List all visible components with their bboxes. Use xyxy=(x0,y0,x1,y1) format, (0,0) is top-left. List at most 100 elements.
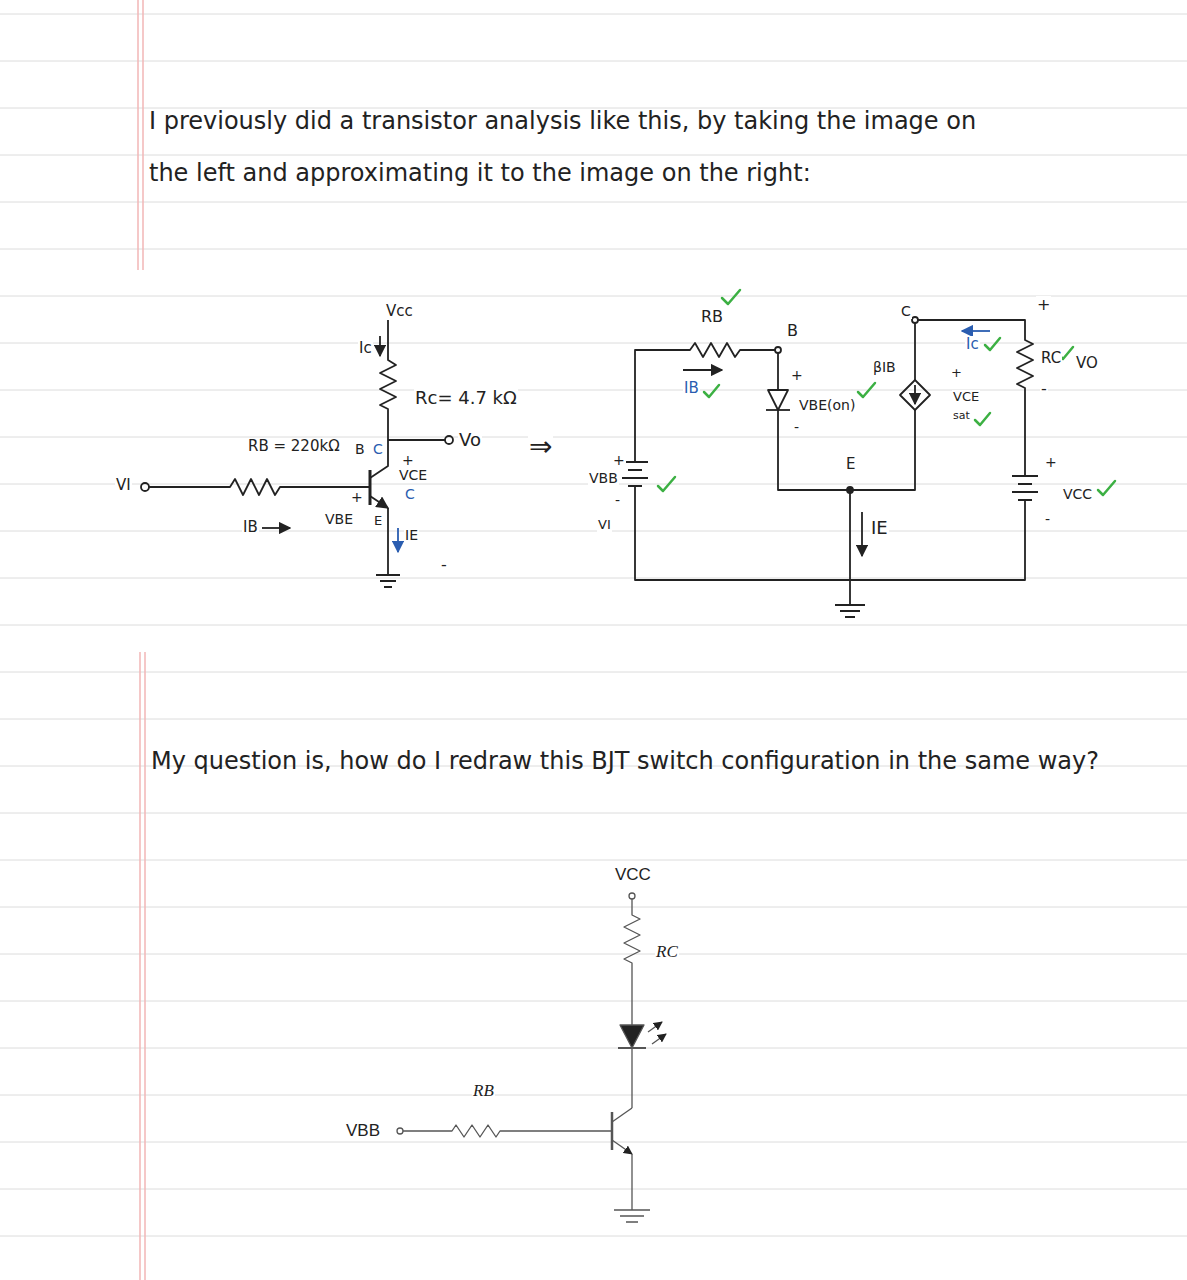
drawing-stroke xyxy=(835,605,865,617)
drawing-stroke xyxy=(403,1125,612,1137)
drawing-stroke xyxy=(620,1025,644,1048)
drawing-stroke xyxy=(858,383,875,397)
circuit-label: Rc= 4.7 kΩ xyxy=(414,388,518,408)
drawing-stroke xyxy=(612,1108,632,1122)
drawing-stroke xyxy=(370,440,388,478)
drawing-stroke xyxy=(0,1001,1187,1002)
note-text: My question is, how do I redraw this BJT… xyxy=(150,735,1132,787)
drawing-stroke xyxy=(648,1022,662,1032)
circuit-label: VI xyxy=(115,477,132,494)
circuit-label: sat xyxy=(952,410,971,422)
drawing-stroke xyxy=(0,719,1187,720)
drawing-stroke xyxy=(0,390,1187,391)
drawing-stroke xyxy=(0,14,1187,1236)
circuit-label: C xyxy=(404,487,416,502)
drawing-stroke xyxy=(1098,481,1115,495)
drawing-stroke xyxy=(0,954,1187,955)
drawing-stroke xyxy=(376,575,400,587)
circuit-label: VBB xyxy=(588,471,619,486)
circuit-label: + xyxy=(950,366,963,380)
drawing-stroke xyxy=(0,14,1187,15)
note-text: I previously did a transistor analysis l… xyxy=(148,95,980,199)
drawing-stroke xyxy=(138,0,145,1280)
drawing-stroke xyxy=(635,486,1025,580)
drawing-stroke xyxy=(0,907,1187,908)
drawing-stroke xyxy=(0,1048,1187,1049)
drawing-stroke xyxy=(914,385,916,404)
drawing-stroke xyxy=(369,470,372,505)
drawing-stroke xyxy=(631,1154,632,1210)
drawing-stroke xyxy=(0,531,1187,532)
left-circuit xyxy=(141,320,453,587)
circuit-label: - xyxy=(1040,380,1048,398)
circuit-label: C xyxy=(900,304,912,319)
drawing-stroke xyxy=(631,1048,632,1108)
circuit-label: - xyxy=(793,420,800,435)
circuit-label: VCE xyxy=(398,468,428,483)
circuit-label: VI xyxy=(597,518,612,532)
drawing-stroke xyxy=(0,249,1187,250)
circuit-label: VBB xyxy=(345,1122,381,1141)
switch-circuit xyxy=(397,893,666,1222)
drawing-stroke xyxy=(777,353,779,390)
drawing-stroke xyxy=(0,1095,1187,1096)
drawing-stroke xyxy=(0,578,1187,579)
drawing-stroke xyxy=(861,512,863,556)
check-marks xyxy=(658,290,1115,495)
circuit-label: RC xyxy=(1040,350,1062,367)
circuit-label: B xyxy=(354,442,366,457)
circuit-label: - xyxy=(440,556,448,574)
circuit-label: E xyxy=(373,514,383,528)
circuit-label: VCC xyxy=(614,866,652,885)
circuit-label: βIB xyxy=(872,360,897,375)
circuit-label: - xyxy=(1044,512,1051,527)
circuit-label: + xyxy=(790,368,804,383)
drawing-stroke xyxy=(612,1140,632,1154)
drawing-stroke xyxy=(985,338,1000,350)
drawing-stroke xyxy=(918,320,1033,476)
drawing-stroke xyxy=(768,390,788,410)
equivalent-circuit xyxy=(622,317,1038,617)
drawing-stroke xyxy=(0,860,1187,861)
circuit-label: RB xyxy=(472,1082,495,1101)
circuit-label: C xyxy=(372,442,384,457)
circuit-label: IE xyxy=(404,528,419,543)
drawing-stroke xyxy=(0,1236,1187,1237)
circuit-label: + xyxy=(1044,455,1058,470)
drawing-stroke xyxy=(614,1210,650,1222)
circuit-label: VBE xyxy=(324,512,354,527)
drawing-stroke xyxy=(914,323,916,380)
circuit-label: VO xyxy=(1075,355,1099,372)
circuit-label: + xyxy=(401,453,415,468)
drawing-stroke xyxy=(778,410,915,490)
circuit-label: Vo xyxy=(458,430,482,450)
drawing-stroke xyxy=(635,343,775,462)
drawing-stroke xyxy=(622,462,648,486)
drawing-stroke xyxy=(141,483,149,491)
circuit-label: IB xyxy=(242,519,259,536)
drawing-stroke xyxy=(900,380,930,410)
circuit-label: - xyxy=(614,493,621,508)
drawing-stroke xyxy=(262,527,290,529)
drawing-stroke xyxy=(658,477,675,491)
drawing-stroke xyxy=(0,1142,1187,1143)
drawing-stroke xyxy=(140,652,145,1280)
circuit-label: RC xyxy=(655,943,679,962)
drawing-stroke xyxy=(0,625,1187,626)
drawing-stroke xyxy=(652,1034,666,1044)
drawing-stroke xyxy=(0,343,1187,344)
drawing-stroke xyxy=(445,436,453,444)
circuit-label: B xyxy=(786,322,799,340)
drawing-stroke xyxy=(388,439,445,441)
circuit-label: IE xyxy=(870,518,889,538)
drawing-stroke xyxy=(0,1189,1187,1190)
drawing-stroke xyxy=(387,508,389,575)
drawing-stroke xyxy=(397,1128,403,1134)
drawing-stroke xyxy=(0,61,1187,62)
drawing-stroke xyxy=(0,672,1187,673)
drawing-stroke xyxy=(775,347,781,353)
drawing-stroke xyxy=(704,385,719,397)
